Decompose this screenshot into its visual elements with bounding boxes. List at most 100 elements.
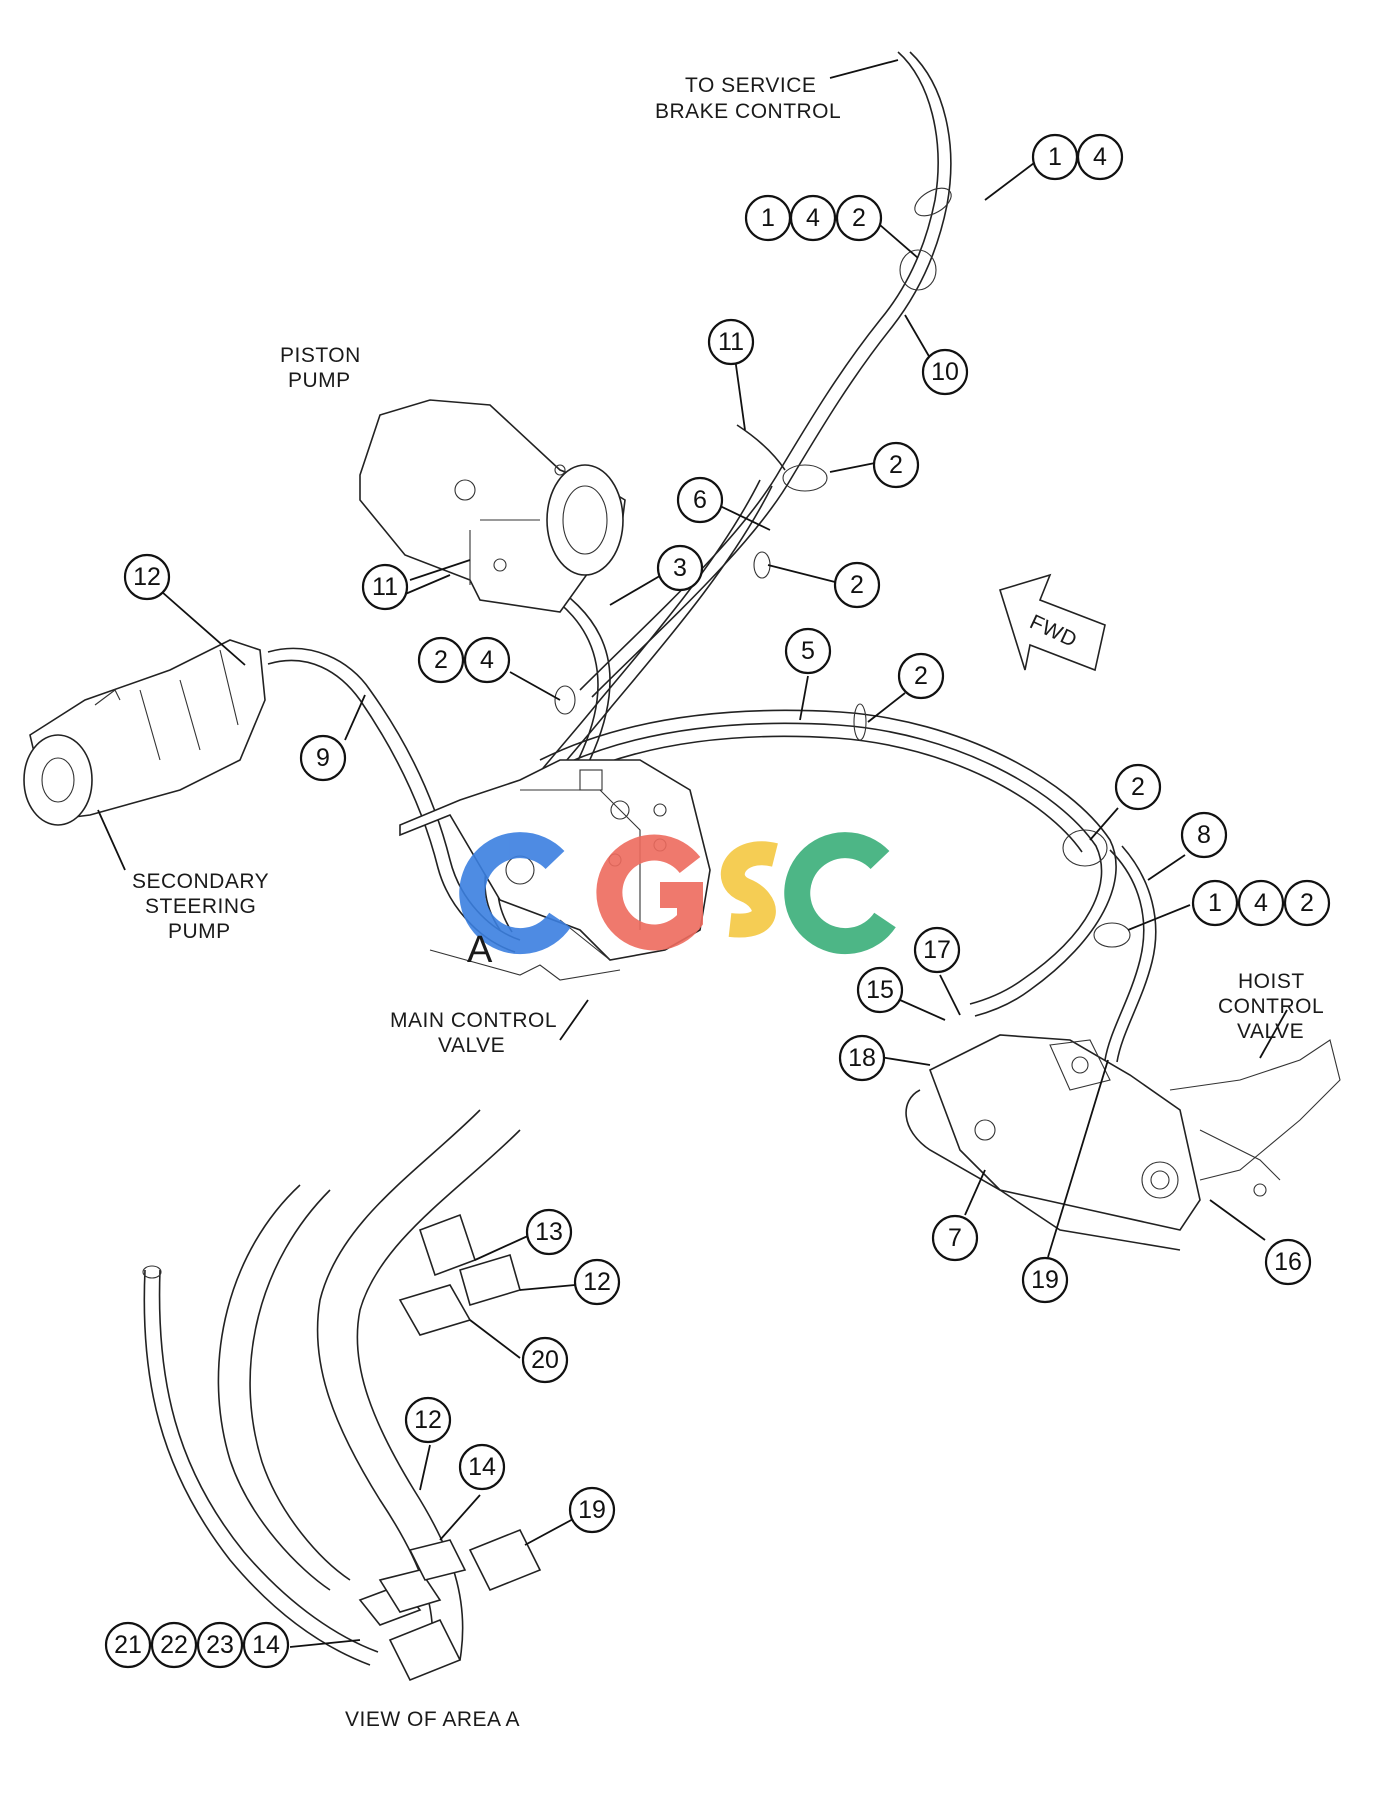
svg-text:4: 4: [480, 646, 494, 674]
svg-text:1: 1: [1048, 143, 1062, 171]
svg-text:2: 2: [852, 204, 866, 232]
watermark-logo: [459, 832, 896, 955]
label-valve-2: VALVE: [1237, 1020, 1304, 1043]
callout-bubble: 19: [568, 1486, 616, 1534]
label-to-service: TO SERVICE: [685, 74, 816, 97]
callout-bubble: 21: [104, 1621, 152, 1669]
callout-bubble: 18: [838, 1034, 886, 1082]
area-a-detail-drawing: [142, 1109, 542, 1682]
svg-text:10: 10: [931, 358, 959, 386]
callout-bubble: 2: [833, 561, 881, 609]
svg-text:2: 2: [1131, 773, 1145, 801]
callout-bubble: 8: [1180, 811, 1228, 859]
area-letter: A: [467, 929, 493, 971]
svg-text:12: 12: [414, 1406, 442, 1434]
callout-bubble: 2: [1114, 763, 1162, 811]
svg-text:20: 20: [531, 1346, 559, 1374]
callout-bubble: 1: [744, 194, 792, 242]
label-main-control: MAIN CONTROL: [390, 1009, 557, 1032]
callout-bubble: 5: [784, 627, 832, 675]
svg-text:14: 14: [468, 1453, 496, 1481]
svg-text:6: 6: [693, 486, 707, 514]
label-secondary: SECONDARY: [132, 870, 269, 893]
callout-bubble: 17: [913, 926, 961, 974]
callout-bubble: 2: [872, 441, 920, 489]
svg-text:2: 2: [434, 646, 448, 674]
callout-bubble: 11: [707, 318, 755, 366]
svg-text:2: 2: [889, 451, 903, 479]
callout-bubble: 19: [1021, 1256, 1069, 1304]
hose-lines: [267, 51, 1157, 1063]
svg-text:12: 12: [583, 1268, 611, 1296]
svg-text:2: 2: [1300, 889, 1314, 917]
svg-text:8: 8: [1197, 821, 1211, 849]
svg-text:4: 4: [1254, 889, 1268, 917]
callout-bubbles: 1 4 1 4 2 10 11 2 6 2 3 11 12 2 4 9 5 2 …: [104, 133, 1331, 1669]
callout-bubble: 14: [242, 1621, 290, 1669]
callout-bubble: 1: [1191, 879, 1239, 927]
callout-bubble: 4: [1237, 879, 1285, 927]
svg-text:7: 7: [948, 1224, 962, 1252]
label-steering: STEERING: [145, 895, 256, 918]
svg-text:22: 22: [160, 1631, 188, 1659]
callout-bubble: 14: [458, 1443, 506, 1491]
svg-text:11: 11: [718, 328, 744, 356]
svg-text:4: 4: [806, 204, 820, 232]
svg-text:14: 14: [252, 1631, 280, 1659]
hoist-control-valve-drawing: [905, 1034, 1341, 1251]
callout-bubble: 15: [856, 966, 904, 1014]
label-brake-control: BRAKE CONTROL: [655, 100, 841, 123]
callout-bubble: 13: [525, 1208, 573, 1256]
svg-text:15: 15: [866, 976, 894, 1004]
piston-pump-drawing: [359, 399, 626, 613]
callout-bubble: 2: [1283, 879, 1331, 927]
label-hoist: HOIST: [1238, 970, 1305, 993]
svg-text:19: 19: [1031, 1266, 1059, 1294]
callout-bubble: 2: [897, 652, 945, 700]
callout-bubble: 4: [789, 194, 837, 242]
svg-text:12: 12: [133, 563, 161, 591]
label-valve: VALVE: [438, 1034, 505, 1057]
fwd-arrow-icon: FWD: [998, 573, 1106, 672]
leader-lines: [97, 59, 1288, 1648]
callout-bubble: 12: [123, 553, 171, 601]
svg-text:2: 2: [850, 571, 864, 599]
callout-bubble: 1: [1031, 133, 1079, 181]
callout-bubble: 4: [1076, 133, 1124, 181]
svg-text:23: 23: [206, 1631, 234, 1659]
svg-text:16: 16: [1274, 1248, 1302, 1276]
svg-text:1: 1: [1208, 889, 1222, 917]
svg-text:21: 21: [114, 1631, 142, 1659]
callout-bubble: 4: [463, 636, 511, 684]
callout-bubble: 9: [299, 734, 347, 782]
label-control: CONTROL: [1218, 995, 1324, 1018]
callout-bubble: 2: [835, 194, 883, 242]
callout-bubble: 12: [573, 1258, 621, 1306]
callout-bubble: 7: [931, 1214, 979, 1262]
svg-text:9: 9: [316, 744, 330, 772]
callout-bubble: 10: [921, 348, 969, 396]
callout-bubble: 3: [656, 544, 704, 592]
label-piston: PISTON: [280, 344, 361, 367]
label-pump: PUMP: [288, 369, 351, 392]
svg-text:18: 18: [848, 1044, 876, 1072]
callout-bubble: 23: [196, 1621, 244, 1669]
callout-bubble: 16: [1264, 1238, 1312, 1286]
svg-text:19: 19: [578, 1496, 606, 1524]
callout-bubble: 22: [150, 1621, 198, 1669]
svg-text:5: 5: [801, 637, 815, 665]
svg-text:2: 2: [914, 662, 928, 690]
component-labels: TO SERVICE BRAKE CONTROL PISTON PUMP SEC…: [132, 74, 1324, 1731]
svg-text:4: 4: [1093, 143, 1107, 171]
svg-text:1: 1: [761, 204, 775, 232]
callout-bubble: 11: [361, 563, 409, 611]
svg-text:17: 17: [923, 936, 951, 964]
svg-text:11: 11: [372, 573, 398, 601]
svg-text:3: 3: [673, 554, 687, 582]
view-caption: VIEW OF AREA A: [345, 1708, 520, 1731]
callout-bubble: 6: [676, 476, 724, 524]
callout-bubble: 12: [404, 1396, 452, 1444]
callout-bubble: 20: [521, 1336, 569, 1384]
secondary-pump-drawing: [23, 639, 266, 826]
